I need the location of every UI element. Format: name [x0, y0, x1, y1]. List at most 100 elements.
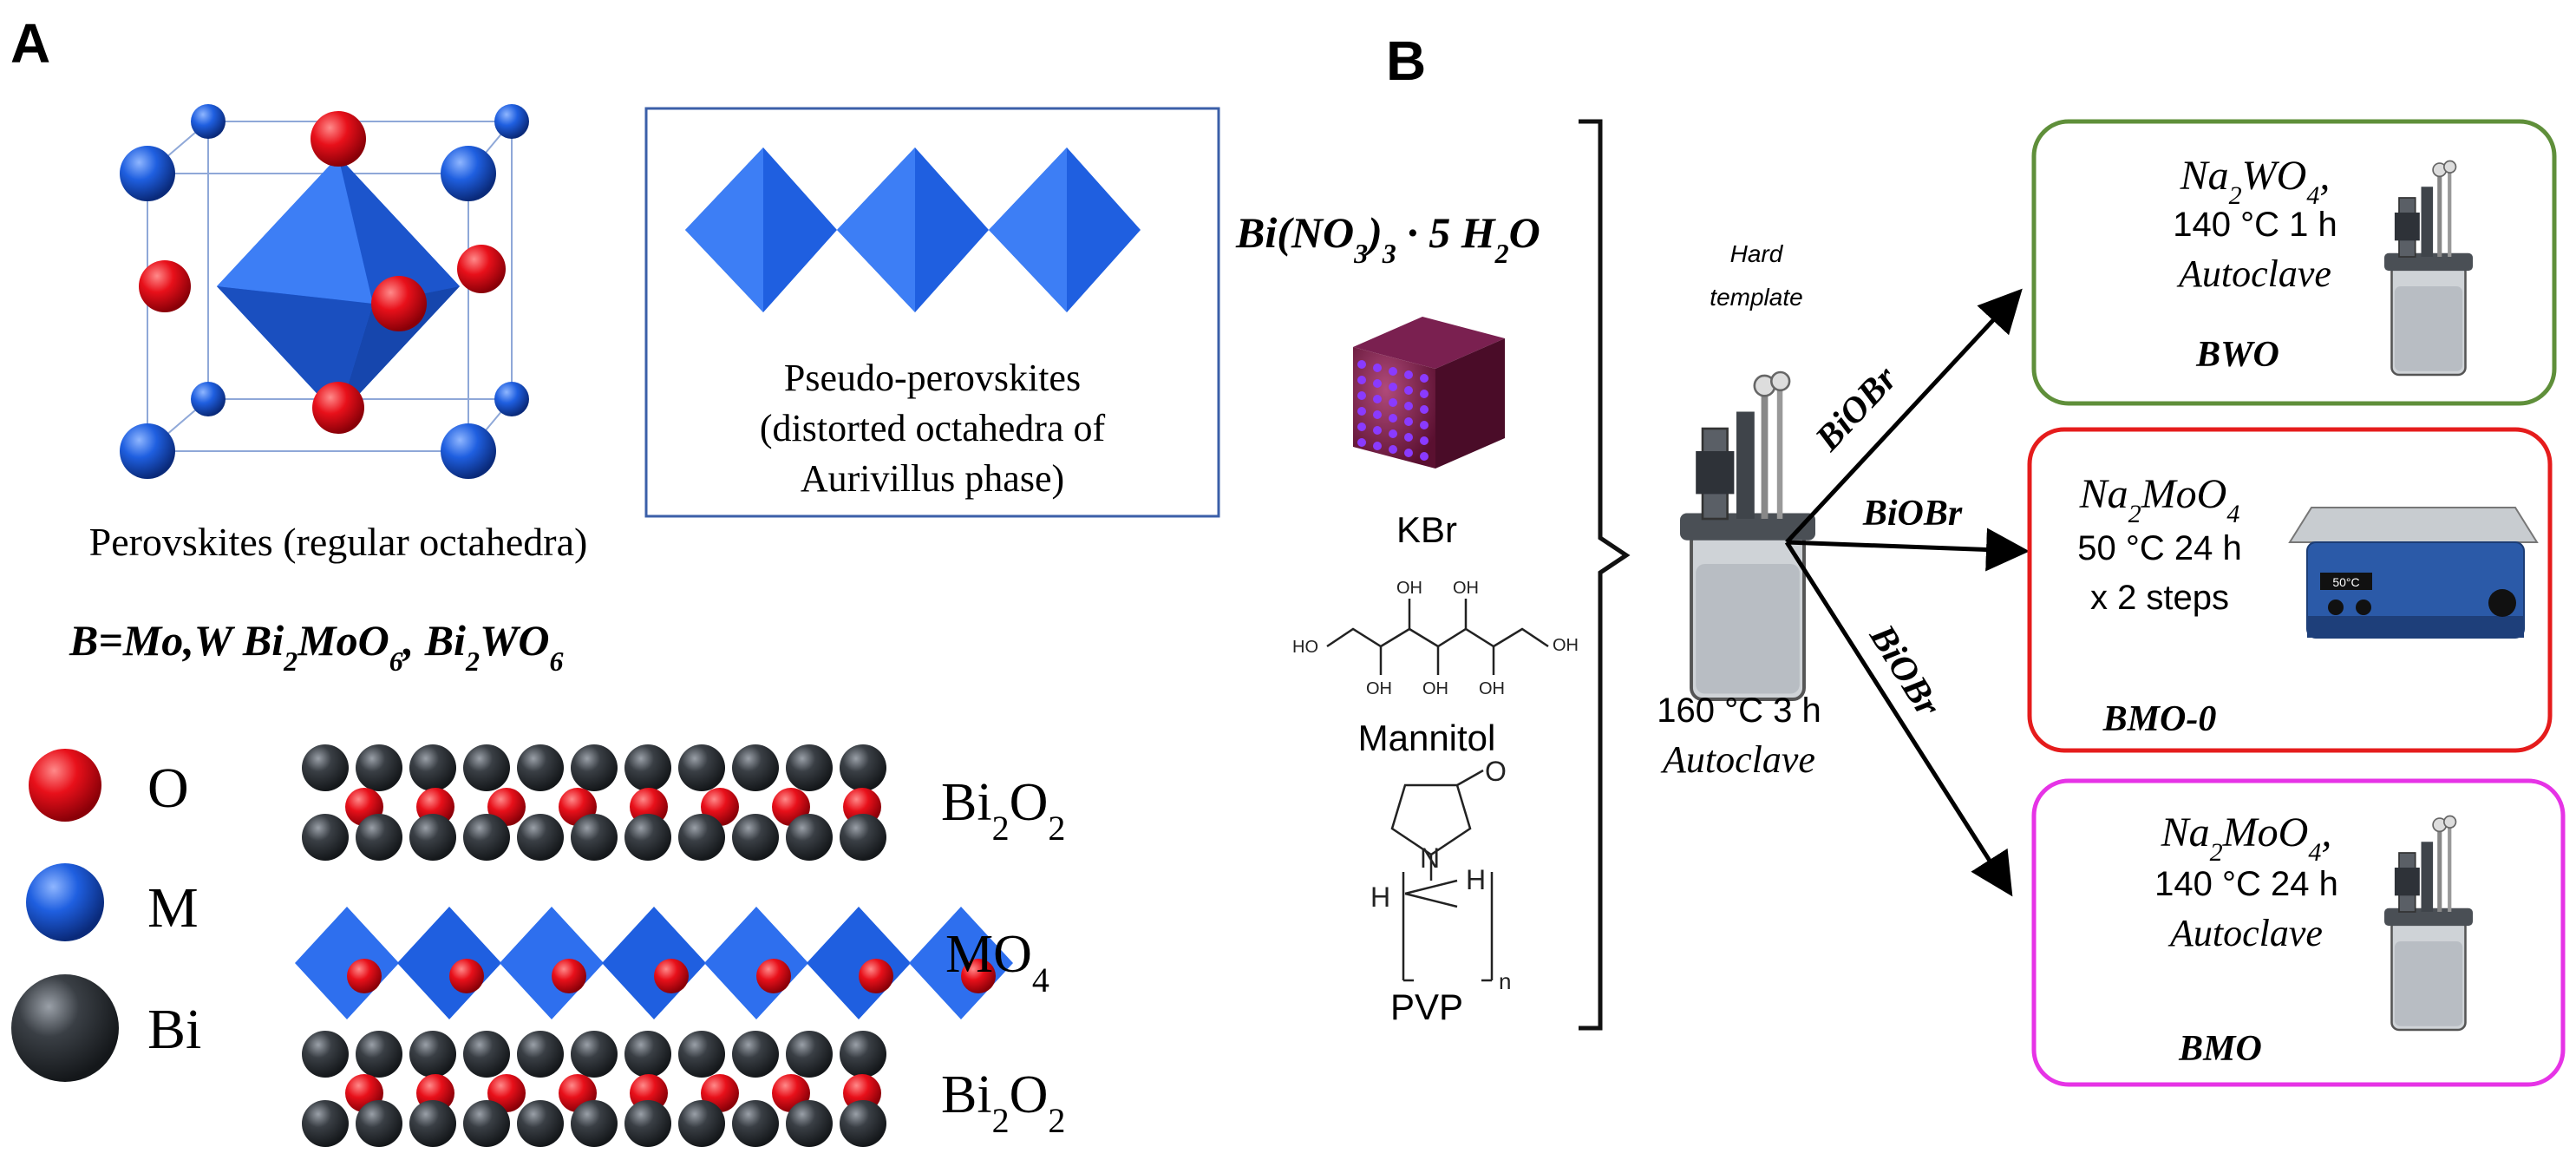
kbr-ion [1420, 452, 1429, 461]
bismuth-atom [840, 1100, 886, 1147]
bismuth-atom [302, 1031, 349, 1078]
hotplate-stirrer-image: 50°C [2288, 507, 2539, 639]
bmo0-name: BMO-0 [2102, 699, 2217, 739]
layer-label-mo4: MO4 [945, 925, 1049, 999]
bismuth-atom [786, 814, 833, 861]
pseudo-caption-3: Aurivillus phase) [801, 457, 1064, 500]
kbr-ion [1404, 370, 1413, 379]
bmo0-reagent: Na2MoO4 [2079, 471, 2240, 528]
kbr-ion [1357, 438, 1366, 447]
bismuth-atom [732, 814, 779, 861]
bismuth-atom [624, 1031, 671, 1078]
bwo-name: BWO [2195, 335, 2279, 375]
center-method: Autoclave [1660, 738, 1815, 781]
arrow-to-bmo [1784, 541, 2013, 897]
autoclave-reactor-bmo [2383, 815, 2475, 1032]
kbr-ion [1357, 391, 1366, 400]
bismuth-atom [517, 1031, 564, 1078]
oxygen-atom [347, 959, 382, 993]
svg-text:OH: OH [1453, 579, 1479, 598]
bismuth-atom [517, 1100, 564, 1147]
bmo0-box: Na2MoO4 50 °C 24 h x 2 steps BMO-0 50°C [2027, 427, 2553, 753]
kbr-ion [1357, 376, 1366, 384]
svg-text:O: O [1485, 756, 1507, 787]
svg-text:OH: OH [1366, 679, 1392, 698]
kbr-ion [1420, 436, 1429, 445]
bismuth-atom [732, 1100, 779, 1147]
kbr-ion [1420, 390, 1429, 398]
bismuth-atom [840, 1031, 886, 1078]
kbr-label: KBr [1396, 509, 1457, 550]
bismuth-atom [463, 1031, 510, 1078]
kbr-ion [1357, 407, 1366, 416]
panel-b-label: B [1386, 29, 1426, 92]
bismuth-atom [517, 744, 564, 791]
bismuth-atom [409, 1100, 456, 1147]
bismuth-atom [840, 744, 886, 791]
kbr-crystal-image [1353, 317, 1505, 469]
legend-m: M [147, 876, 199, 940]
kbr-ion [1389, 367, 1397, 376]
mo4-octahedron [807, 907, 911, 1019]
precursor-formula: Bi(NO3)3 · 5 H2O [1235, 208, 1540, 269]
bmo-conditions: 140 °C 24 h [2154, 865, 2338, 903]
oxygen-atom [859, 959, 893, 993]
mo4-octahedron [909, 907, 1013, 1019]
hotplate-display: 50°C [2332, 575, 2359, 589]
mo4-layer [295, 907, 1013, 1019]
mannitol-oh-labels: OH OH OH OH OH OH HO [1292, 579, 1579, 698]
bismuth-atom [356, 1100, 402, 1147]
oxygen-atom [449, 959, 484, 993]
kbr-ion [1404, 417, 1413, 426]
legend-bi: Bi [147, 998, 201, 1061]
svg-text:OH: OH [1422, 679, 1448, 698]
metal-legend-marker [26, 863, 104, 941]
bismuth-atom [356, 1031, 402, 1078]
bismuth-atom [624, 1100, 671, 1147]
bi2o2-layer-top [302, 744, 886, 861]
oxygen-atom [961, 959, 996, 993]
atom-legend: O M Bi [11, 749, 201, 1082]
bismuth-atom [786, 1031, 833, 1078]
bmo0-steps: x 2 steps [2090, 579, 2229, 617]
bwo-box: Na2WO4, 140 °C 1 h Autoclave BWO [2031, 119, 2557, 406]
arrow-to-bmo0 [1786, 528, 2030, 572]
bismuth-atom [517, 814, 564, 861]
bwo-conditions: 140 °C 1 h [2173, 206, 2337, 244]
bismuth-atom [678, 1031, 725, 1078]
mo4-octahedron [397, 907, 501, 1019]
bismuth-atom [463, 1100, 510, 1147]
kbr-ion [1404, 449, 1413, 457]
arrow-label-bmo: BiOBr [1861, 618, 1948, 724]
svg-text:N: N [1420, 842, 1440, 874]
kbr-ion [1389, 414, 1397, 423]
arrow-label-bwo: BiOBr [1808, 358, 1906, 459]
bismuth-atom [571, 1031, 618, 1078]
bismuth-atom [678, 814, 725, 861]
kbr-ion [1373, 410, 1382, 419]
bmo-name: BMO [2178, 1029, 2262, 1069]
bmo-reagent: Na2MoO4, [2161, 809, 2332, 867]
kbr-ion [1420, 374, 1429, 383]
bismuth-atom [302, 814, 349, 861]
kbr-ion [1420, 421, 1429, 429]
bwo-method: Autoclave [2176, 252, 2331, 295]
bismuth-atom [624, 814, 671, 861]
kbr-ion [1373, 442, 1382, 450]
kbr-ion [1373, 379, 1382, 388]
oxygen-atom [654, 959, 689, 993]
arrow-label-bmo0: BiOBr [1862, 494, 1963, 534]
perovskite-cube [120, 104, 529, 479]
kbr-ion [1404, 433, 1413, 442]
svg-text:OH: OH [1553, 636, 1579, 655]
panel-a-label: A [10, 12, 50, 75]
kbr-ion [1357, 360, 1366, 369]
kbr-ion [1389, 398, 1397, 407]
precursor-bracket [1579, 119, 1631, 1031]
bismuth-atom [732, 1031, 779, 1078]
bismuth-atom [409, 744, 456, 791]
mo4-octahedron [500, 907, 604, 1019]
reaction-arrows [1784, 288, 2030, 897]
kbr-ion [1404, 402, 1413, 410]
bismuth-atom [571, 814, 618, 861]
